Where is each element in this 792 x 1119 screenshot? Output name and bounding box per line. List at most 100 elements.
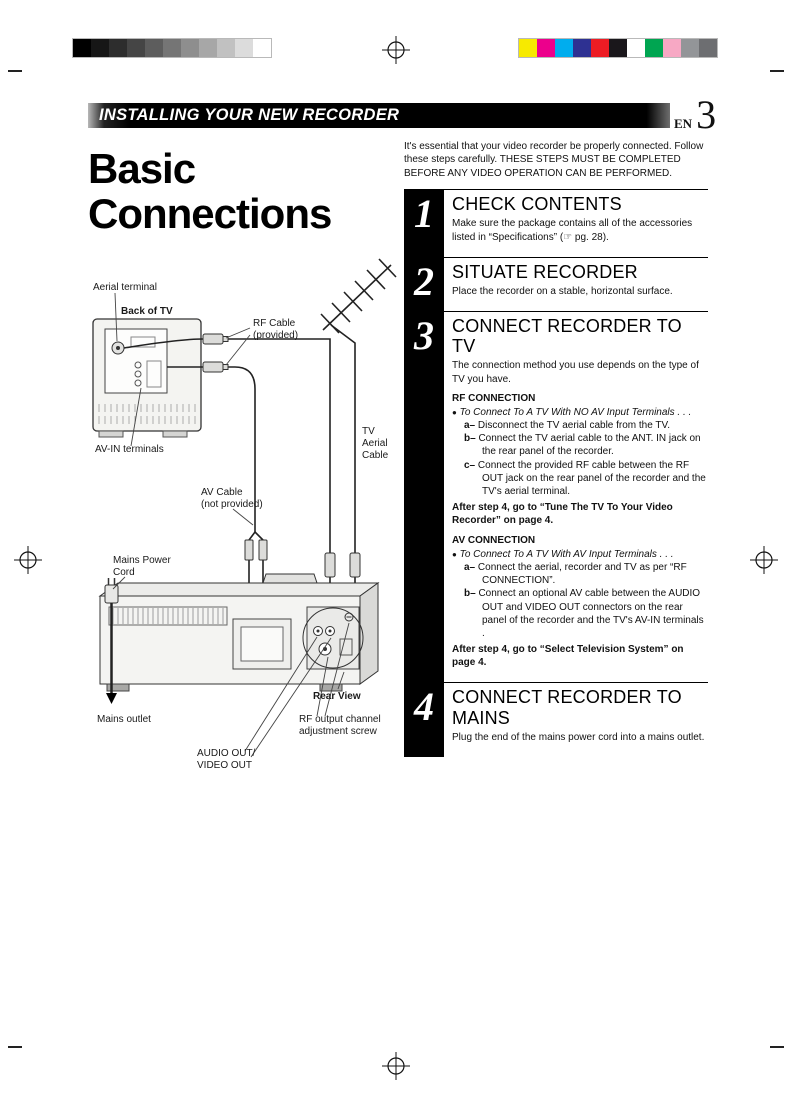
step-4: 4 CONNECT RECORDER TO MAINS Plug the end… xyxy=(404,682,708,757)
calibration-swatch xyxy=(555,39,573,57)
label-video-out: VIDEO OUT xyxy=(197,760,252,771)
tv-av-in-terminals xyxy=(134,360,162,388)
section-title: INSTALLING YOUR NEW RECORDER xyxy=(99,106,400,124)
step-3-heading: CONNECT RECORDER TO TV xyxy=(452,316,682,357)
section-header-bar: INSTALLING YOUR NEW RECORDER xyxy=(88,103,670,128)
recorder-rear-panel xyxy=(302,606,364,670)
crop-tick xyxy=(8,70,22,72)
step-3-body: The connection method you use depends on… xyxy=(452,360,699,385)
intro-paragraph: It's essential that your video recorder … xyxy=(404,141,704,179)
calibration-swatch xyxy=(73,39,91,57)
step-4-content: CONNECT RECORDER TO MAINS Plug the end o… xyxy=(444,682,708,757)
label-rf-screw: RF output channel xyxy=(299,714,381,725)
language-code: EN xyxy=(674,116,693,131)
calibration-swatch xyxy=(537,39,555,57)
rf-bullet-line: ● To Connect To A TV With NO AV Input Te… xyxy=(452,406,692,418)
rf-plug-icon xyxy=(202,361,224,373)
registration-mark-left xyxy=(14,546,42,574)
mains-cord xyxy=(104,578,119,704)
leader-lines xyxy=(112,292,350,758)
step-1-body: Make sure the package contains all of th… xyxy=(452,218,693,243)
color-calibration-strip xyxy=(518,38,718,58)
recorder xyxy=(98,573,380,704)
step-4-number: 4 xyxy=(404,682,444,757)
tv-back xyxy=(92,318,202,438)
page-number-value: 3 xyxy=(696,92,717,137)
calibration-swatch xyxy=(91,39,109,57)
crop-tick xyxy=(8,1046,22,1048)
rca-plug-icon xyxy=(244,539,254,561)
label-av-cable-2: (not provided) xyxy=(201,499,263,510)
rf-connection-header: RF CONNECTION xyxy=(452,392,536,404)
calibration-swatch xyxy=(199,39,217,57)
rear-view-magnifier xyxy=(302,607,364,669)
cable-plugs xyxy=(202,333,361,578)
step-2: 2 SITUATE RECORDER Place the recorder on… xyxy=(404,256,708,312)
label-tv-aerial-cable-2: Aerial xyxy=(362,438,388,449)
step-4-body: Plug the end of the mains power cord int… xyxy=(452,731,705,743)
registration-mark-top xyxy=(382,36,410,64)
page-title: Basic Connections xyxy=(88,146,332,237)
calibration-swatch xyxy=(609,39,627,57)
rf-after-note: After step 4, go to “Tune The TV To Your… xyxy=(452,502,673,527)
connection-diagram: Aerial terminal Back of TV RF Cable (pro… xyxy=(92,258,397,771)
step-3: 3 CONNECT RECORDER TO TV The connection … xyxy=(404,311,708,683)
label-tv-aerial-cable-3: Cable xyxy=(362,450,389,461)
calibration-swatch xyxy=(253,39,271,57)
step-3-content: CONNECT RECORDER TO TV The connection me… xyxy=(444,311,708,682)
registration-mark-bottom xyxy=(382,1052,410,1080)
rf-item-b: b– Connect the TV aerial cable to the AN… xyxy=(464,433,701,458)
calibration-swatch xyxy=(235,39,253,57)
coax-plug-icon xyxy=(349,552,361,578)
av-bullet-line: ● To Connect To A TV With AV Input Termi… xyxy=(452,548,674,560)
step-1-number: 1 xyxy=(404,189,444,257)
rf-plug-icon xyxy=(202,333,224,345)
step-1: 1 CHECK CONTENTS Make sure the package c… xyxy=(404,189,708,257)
label-rf-cable: RF Cable xyxy=(253,318,296,329)
grayscale-calibration-strip xyxy=(72,38,272,58)
label-audio-out: AUDIO OUT/ xyxy=(197,748,256,759)
calibration-swatch xyxy=(663,39,681,57)
antenna-icon xyxy=(320,258,397,553)
calibration-swatch xyxy=(573,39,591,57)
crop-tick xyxy=(770,70,784,72)
step-1-heading: CHECK CONTENTS xyxy=(452,194,622,215)
calibration-swatch xyxy=(645,39,663,57)
calibration-swatch xyxy=(145,39,163,57)
label-mains-power-cord: Mains Power xyxy=(113,555,171,566)
label-rear-view: Rear View xyxy=(313,691,361,702)
rf-item-c: c– Connect the provided RF cable between… xyxy=(464,459,706,498)
crop-tick xyxy=(770,1046,784,1048)
calibration-swatch xyxy=(181,39,199,57)
step-2-body: Place the recorder on a stable, horizont… xyxy=(452,285,673,297)
label-av-in-terminals: AV-IN terminals xyxy=(95,444,164,455)
registration-mark-right xyxy=(750,546,778,574)
instructions-column: It's essential that your video recorder … xyxy=(404,140,708,757)
av-connection-header: AV CONNECTION xyxy=(452,534,536,546)
av-item-a: a– Connect the aerial, recorder and TV a… xyxy=(464,561,687,587)
av-after-note: After step 4, go to “Select Television S… xyxy=(452,644,684,669)
steps-list: 1 CHECK CONTENTS Make sure the package c… xyxy=(404,189,708,757)
label-aerial-terminal: Aerial terminal xyxy=(93,282,157,293)
step-4-heading: CONNECT RECORDER TO MAINS xyxy=(452,687,682,728)
label-tv-aerial-cable: TV xyxy=(362,426,375,437)
mains-plug-icon xyxy=(104,584,119,604)
calibration-swatch xyxy=(681,39,699,57)
label-mains-power-cord-2: Cord xyxy=(113,567,135,578)
av-item-b: b– Connect an optional AV cable between … xyxy=(464,588,704,639)
bullet-icon: ● xyxy=(452,407,457,417)
calibration-swatch xyxy=(109,39,127,57)
label-rf-screw-2: adjustment screw xyxy=(299,726,378,737)
step-3-number: 3 xyxy=(404,311,444,683)
calibration-swatch xyxy=(217,39,235,57)
label-av-cable: AV Cable xyxy=(201,487,243,498)
calibration-swatch xyxy=(163,39,181,57)
label-mains-outlet: Mains outlet xyxy=(97,714,151,725)
bullet-icon: ● xyxy=(452,549,457,559)
calibration-swatch xyxy=(627,39,645,57)
down-arrow-icon xyxy=(106,693,117,704)
calibration-swatch xyxy=(127,39,145,57)
step-2-content: SITUATE RECORDER Place the recorder on a… xyxy=(444,256,708,311)
page-number: EN 3 xyxy=(674,93,716,137)
label-back-of-tv: Back of TV xyxy=(121,306,173,317)
